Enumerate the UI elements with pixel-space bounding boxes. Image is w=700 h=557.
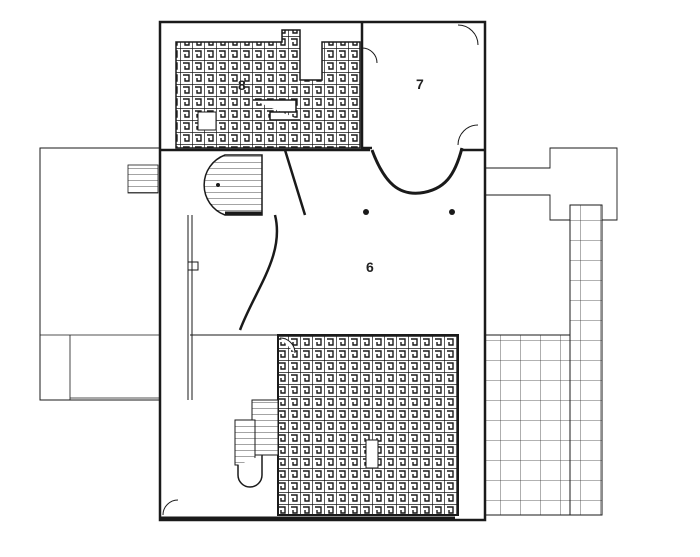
lower-hall-fixture — [365, 439, 379, 469]
left-annex-divisions — [40, 334, 160, 400]
window-mullions — [187, 215, 193, 400]
outbuildings — [39, 147, 618, 516]
fixture — [187, 261, 199, 271]
right-annex-outline — [485, 147, 618, 221]
room-8-column-block — [197, 111, 217, 131]
spiral-staircase — [203, 154, 263, 216]
door-swings — [361, 24, 479, 146]
curved-wall — [370, 147, 464, 195]
left-annex-outline — [39, 147, 160, 401]
left-entry-steps — [127, 164, 159, 194]
lower-staircase — [234, 399, 279, 488]
lower-hall-floor — [277, 334, 459, 516]
column — [449, 209, 455, 215]
room-8-fixture — [253, 99, 300, 121]
main-building — [158, 20, 487, 522]
door-swing — [279, 337, 296, 354]
room-7-wall — [360, 22, 372, 150]
partition-walls — [238, 149, 307, 331]
column — [363, 209, 369, 215]
room-label-8: 8 — [238, 77, 246, 93]
door-swing — [162, 499, 179, 516]
room-label-7: 7 — [416, 76, 424, 92]
room-8-floor — [175, 29, 361, 149]
terrace-ramp — [569, 204, 603, 516]
room-label-6: 6 — [366, 259, 374, 275]
